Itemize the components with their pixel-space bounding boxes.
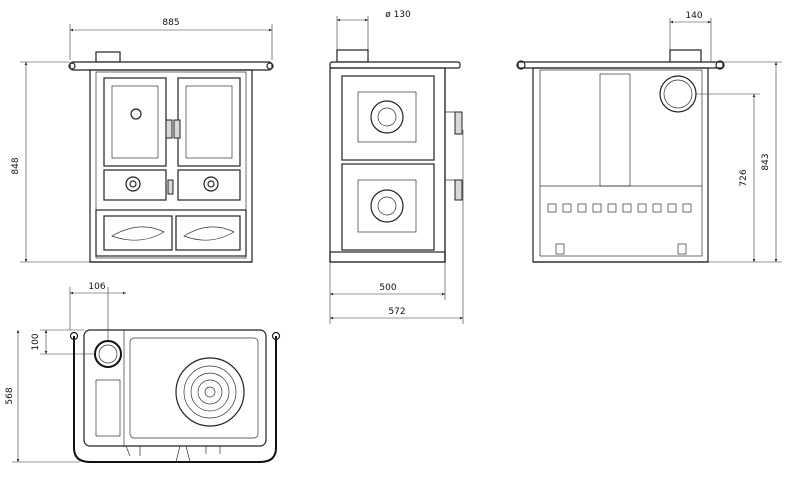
oven-window xyxy=(185,85,233,159)
back-inner-panel xyxy=(599,73,631,187)
rail-end xyxy=(266,62,274,70)
side-panel xyxy=(329,67,446,263)
left-drawer xyxy=(103,215,173,251)
fuel-opening xyxy=(95,379,121,437)
cooking-plate xyxy=(129,337,259,439)
side-view: ø 130 500 572 xyxy=(329,10,464,324)
ash-handle xyxy=(167,179,174,195)
door-handle xyxy=(454,111,463,135)
air-control-knob-icon xyxy=(125,176,141,192)
cooktop-plate xyxy=(69,61,273,71)
door-handle xyxy=(165,119,173,139)
ash-door xyxy=(103,169,167,201)
side-total-depth-label: 572 xyxy=(388,307,405,317)
front-width-label: 885 xyxy=(162,18,179,28)
plinth xyxy=(329,251,446,263)
rear-flue-icon xyxy=(659,75,697,113)
front-height-label: 848 xyxy=(11,157,21,174)
flue-outlet xyxy=(336,49,369,63)
rail-end xyxy=(68,62,76,70)
side-tile-frame xyxy=(357,179,417,233)
foot xyxy=(555,243,565,255)
front-view: 885 848 xyxy=(11,18,274,263)
door-window xyxy=(111,85,159,159)
door-handle xyxy=(173,119,181,139)
oven-door xyxy=(177,77,241,167)
cooktop-top xyxy=(83,329,267,447)
right-drawer xyxy=(175,215,241,251)
back-frame xyxy=(539,69,703,257)
top-view: 106 100 568 xyxy=(5,282,281,463)
firebox-door xyxy=(103,77,167,167)
vent-slots xyxy=(547,203,692,213)
rail-end xyxy=(516,60,526,70)
thermometer-icon xyxy=(130,108,142,120)
side-tile-lower xyxy=(341,163,435,251)
drawer-ornament-icon xyxy=(183,226,235,241)
air-control-knob-icon xyxy=(203,176,219,192)
side-tile-frame xyxy=(357,91,417,143)
drawer-ornament-icon xyxy=(111,226,165,241)
cooktop-edge xyxy=(329,61,461,69)
decorative-medallion-icon xyxy=(370,100,404,134)
side-depth-label: 500 xyxy=(379,283,396,293)
rail-end xyxy=(715,60,725,70)
decorative-medallion-icon xyxy=(370,189,404,223)
door-handle xyxy=(454,179,463,201)
back-height-label: 843 xyxy=(761,153,771,170)
lower-door xyxy=(177,169,241,201)
towel-rail xyxy=(73,336,277,463)
stove-frame xyxy=(95,71,247,259)
back-panel xyxy=(532,67,709,263)
flue-outlet xyxy=(669,49,702,63)
flue-diameter-label: ø 130 xyxy=(385,10,411,20)
cooktop-edge xyxy=(517,61,724,69)
flue-outlet xyxy=(95,51,121,63)
top-depth-label: 568 xyxy=(5,387,15,404)
top-flue-offset-y-label: 100 xyxy=(31,333,41,350)
back-view: 140 726 843 xyxy=(516,11,782,263)
side-tile-upper xyxy=(341,75,435,161)
wood-drawer-frame xyxy=(95,209,247,257)
foot xyxy=(677,243,687,255)
front-fittings xyxy=(125,445,221,463)
flue-opening-icon xyxy=(94,340,122,368)
back-flue-offset-label: 140 xyxy=(685,11,702,21)
top-flue-offset-x-label: 106 xyxy=(88,282,105,292)
hob-rings-icon xyxy=(175,357,245,427)
back-flue-height-label: 726 xyxy=(739,169,749,186)
